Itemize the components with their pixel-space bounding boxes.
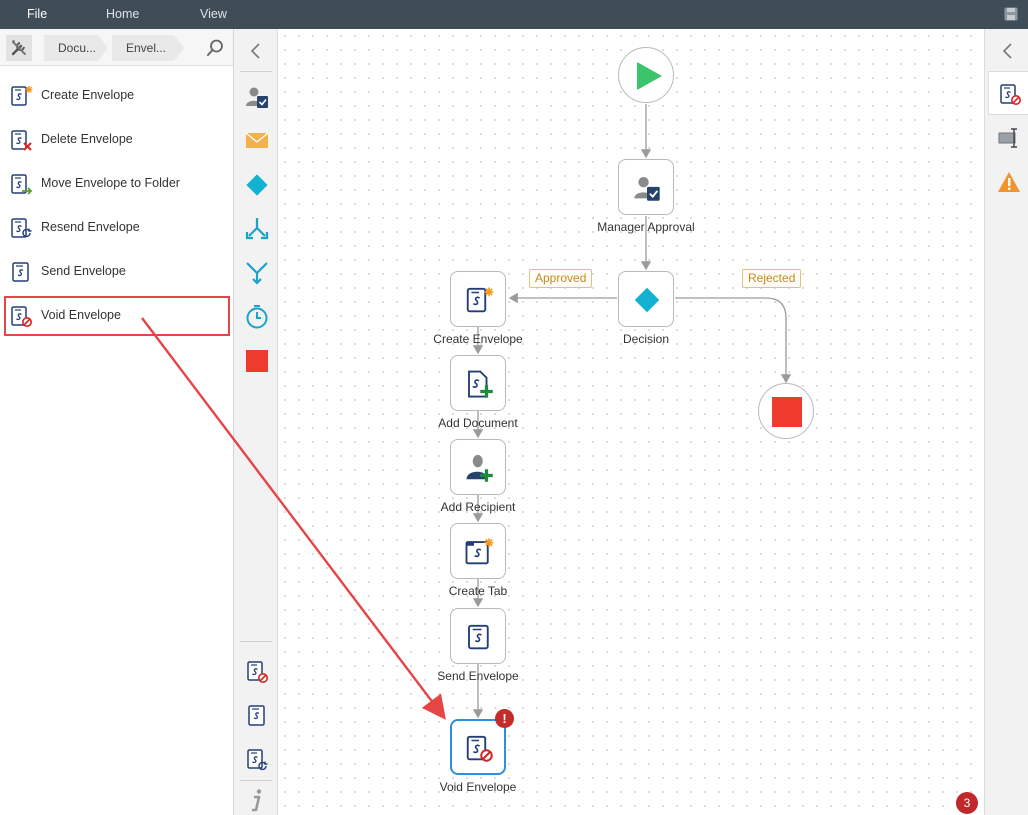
node-label: Add Document [438,416,518,430]
decision-icon [634,287,660,313]
timer-icon[interactable] [244,304,270,330]
node-void-envelope[interactable] [450,719,506,775]
send-envelope-icon[interactable] [244,703,270,729]
action-label: Move Envelope to Folder [41,176,180,190]
action-label: Send Envelope [41,264,126,278]
search-icon[interactable] [205,38,225,58]
action-create-envelope[interactable]: Create Envelope [4,76,230,116]
properties-panel [984,29,1028,815]
error-badge[interactable]: ! [495,709,514,728]
error-count-badge[interactable]: 3 [956,792,978,814]
move-envelope-icon [11,174,33,195]
action-send-envelope[interactable]: Send Envelope [4,252,230,292]
menu-home[interactable]: Home [106,7,140,21]
divider [240,71,272,72]
divider [240,780,272,781]
node-label: Add Recipient [440,500,516,514]
breadcrumb: Docu... Envel... [0,29,233,66]
node-create-envelope[interactable] [450,271,506,327]
void-envelope-icon [11,306,32,327]
connectors [472,104,792,719]
end-icon[interactable] [244,348,270,374]
collapse-left-icon[interactable] [248,41,264,61]
info-icon[interactable] [244,787,270,813]
breadcrumb-envelopes[interactable]: Envel... [112,35,184,61]
collapse-right-icon[interactable] [1001,41,1015,61]
void-envelope-icon[interactable] [244,659,270,685]
node-label: Create Envelope [433,332,523,346]
branch-rejected-tag[interactable]: Rejected [742,269,802,288]
create-tab-icon [465,538,494,565]
node-add-document[interactable] [450,355,506,411]
action-move-envelope[interactable]: Move Envelope to Folder [4,164,230,204]
action-label: Delete Envelope [41,132,133,146]
user-task-icon[interactable] [244,84,270,110]
send-envelope-icon [12,262,29,282]
breadcrumb-documents[interactable]: Docu... [44,35,108,61]
decision-icon[interactable] [244,172,270,198]
send-envelope-icon [468,624,489,650]
add-recipient-icon [466,454,493,482]
action-label: Create Envelope [41,88,135,102]
menu-bar: File Home View [0,0,1028,29]
action-label: Void Envelope [41,308,121,322]
save-icon[interactable] [1004,7,1018,21]
divider [240,641,272,642]
node-decision[interactable] [618,271,674,327]
node-manager-approval[interactable] [618,159,674,215]
user-task-icon [634,177,660,201]
delete-envelope-icon [11,130,32,151]
tools-icon[interactable] [6,35,32,61]
tab-warnings[interactable] [988,161,1028,205]
resend-envelope-icon [11,218,32,238]
workflow-canvas[interactable]: Manager Approval Decision Approved Rejec… [278,29,984,815]
merge-icon[interactable] [244,260,270,286]
split-icon[interactable] [244,216,270,242]
resend-envelope-icon[interactable] [244,747,270,773]
branch-approved-tag[interactable]: Approved [529,269,593,288]
actions-panel: Docu... Envel... Create Envelope Delet [0,29,234,815]
end-node[interactable] [758,383,814,439]
void-envelope-icon [466,735,493,762]
node-label: Void Envelope [439,780,517,794]
node-label: Decision [622,332,670,346]
action-delete-envelope[interactable]: Delete Envelope [4,120,230,160]
node-label: Manager Approval [597,220,695,234]
node-create-tab[interactable] [450,523,506,579]
node-send-envelope[interactable] [450,608,506,664]
void-envelope-properties-icon [1000,84,1021,105]
start-node[interactable] [618,47,674,103]
warning-icon [998,172,1020,192]
tab-void-envelope-properties[interactable] [988,71,1028,115]
stop-icon [772,397,802,427]
action-label: Resend Envelope [41,220,140,234]
node-add-recipient[interactable] [450,439,506,495]
node-label: Create Tab [448,584,508,598]
node-label: Send Envelope [437,669,519,683]
text-field-icon [998,128,1017,148]
create-envelope-icon [466,287,494,313]
tab-text-field[interactable] [988,117,1028,161]
menu-view[interactable]: View [200,7,227,21]
toolbox [234,29,278,815]
menu-file[interactable]: File [27,7,48,21]
email-icon[interactable] [244,128,270,154]
action-void-envelope[interactable]: Void Envelope [4,296,230,336]
create-envelope-icon [11,86,33,106]
action-resend-envelope[interactable]: Resend Envelope [4,208,230,248]
play-icon [637,62,662,90]
add-document-icon [468,370,493,398]
